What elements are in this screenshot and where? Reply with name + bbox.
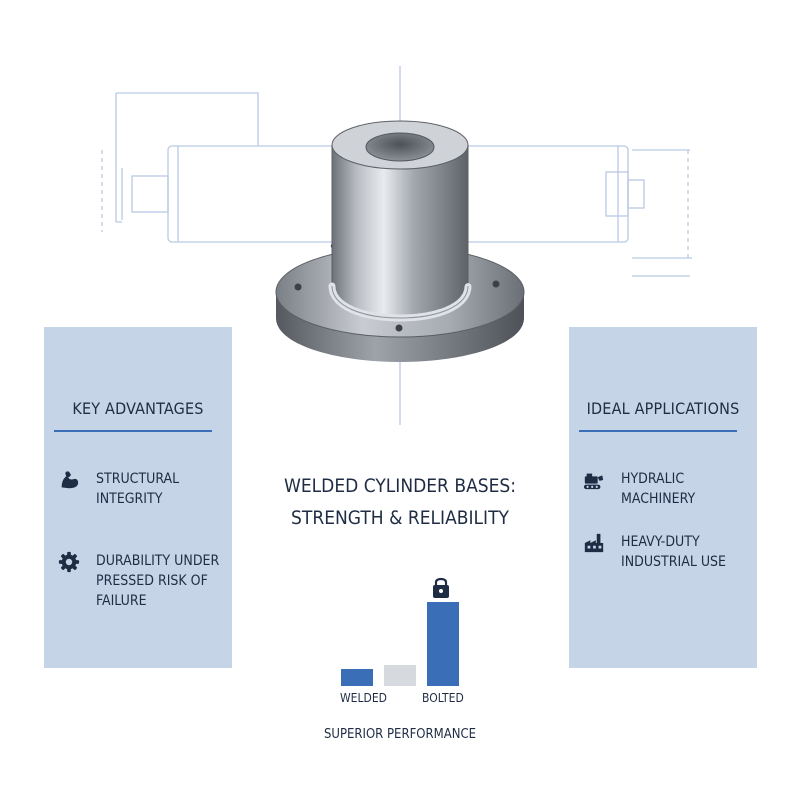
padlock-icon xyxy=(433,577,449,598)
advantage-label: STRUCTURAL INTEGRITY xyxy=(96,471,180,507)
application-label: HEAVY-DUTY INDUSTRIAL USE xyxy=(621,534,727,570)
comparison-bar xyxy=(341,669,373,686)
factory-icon xyxy=(584,533,604,553)
comparison-bars xyxy=(341,602,459,686)
gear-icon xyxy=(58,551,80,573)
comparison-bar xyxy=(384,665,416,686)
cylinder-boss xyxy=(328,120,472,322)
panel-divider xyxy=(579,430,737,432)
application-item: HEAVY-DUTY INDUSTRIAL USE xyxy=(583,532,726,572)
panel-title: IDEAL APPLICATIONS xyxy=(586,399,740,418)
welded-label: WELDED xyxy=(340,691,387,705)
comparison-bar xyxy=(427,602,459,686)
advantage-item: STRUCTURAL INTEGRITY xyxy=(58,469,179,509)
advantage-label: DURABILITY UNDER PRESSED RISK OF FAILURE xyxy=(96,553,220,609)
flexed-arm-icon xyxy=(61,471,79,489)
excavator-icon xyxy=(583,473,604,490)
application-item: HYDRALIC MACHINERY xyxy=(583,469,695,509)
diagram-title: WELDED CYLINDER BASES: STRENGTH & RELIAB… xyxy=(283,475,517,529)
panel-title: KEY ADVANTAGES xyxy=(72,399,204,418)
ideal-applications-panel: IDEAL APPLICATIONS HYDRALIC MACHINERY xyxy=(569,327,757,668)
application-label: HYDRALIC MACHINERY xyxy=(621,471,696,507)
comparison-caption: SUPERIOR PERFORMANCE xyxy=(323,727,477,742)
key-advantages-panel: KEY ADVANTAGES STRUCTURAL INTEGRITY DURA… xyxy=(44,327,232,668)
advantage-item: DURABILITY UNDER PRESSED RISK OF FAILURE xyxy=(58,551,219,611)
panel-divider xyxy=(54,430,212,432)
bolted-label: BOLTED xyxy=(422,691,464,705)
